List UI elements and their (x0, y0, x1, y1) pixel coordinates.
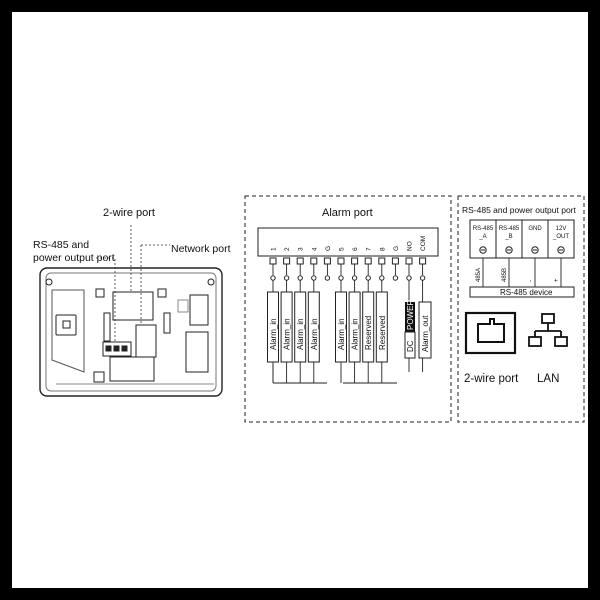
alarm-pin-terminal (310, 257, 318, 265)
alarm-pin-terminal (419, 257, 427, 265)
alarm-pin-connector (406, 275, 412, 281)
rs485-col-label: RS-485 (473, 226, 494, 232)
alarm-pin-label: G (325, 246, 332, 251)
alarm-box-label: Reserved (378, 316, 387, 350)
rs485-panel-title: RS-485 and power output port (462, 205, 577, 215)
alarm-box-label: Alarm_in (269, 318, 278, 350)
diagram-canvas: 2-wire port RS-485 and power output port… (12, 12, 588, 588)
lan-caption: LAN (537, 373, 559, 385)
wiring-diagram: 2-wire port RS-485 and power output port… (33, 195, 585, 423)
rs485-label-line2: power output port (33, 252, 115, 264)
alarm-pins: 1 2 3 4 G 5 6 7 8 G NO COM (269, 236, 427, 281)
rs485-wire-label: 485A (476, 268, 482, 282)
alarm-pin-connector (311, 275, 317, 281)
alarm-box-label: Alarm_in (351, 318, 360, 350)
rs485-col-label: 12V (556, 226, 567, 232)
alarm-box-label: Reserved (364, 316, 373, 350)
alarm-pin-label: 7 (366, 247, 373, 251)
two-wire-port-label: 2-wire port (103, 207, 155, 219)
alarm-pin-label: 6 (352, 247, 359, 251)
two-wire-port-icon (464, 311, 517, 355)
alarm-pin-terminal (296, 257, 304, 265)
alarm-pin-label: NO (407, 241, 414, 251)
alarm-pin-terminal (364, 257, 372, 265)
alarm-pin-label: 5 (339, 247, 346, 251)
alarm-box-label: Alarm_in (337, 318, 346, 350)
alarm-pin-terminal (323, 257, 331, 265)
alarm-pin-connector (392, 275, 399, 281)
alarm-pin-label: 2 (284, 247, 291, 251)
rs485-col-label: GND (528, 226, 542, 232)
rs485-screw (531, 246, 539, 254)
device-leader-lines (96, 225, 170, 342)
rs485-wire-label: + (554, 278, 560, 282)
alarm-pin-terminal (337, 257, 345, 265)
alarm-box-label: Alarm_in (296, 318, 305, 350)
alarm-bus-lines (272, 364, 397, 384)
alarm-pin-label: 1 (271, 247, 278, 251)
alarm-pin-terminal (405, 257, 413, 265)
alarm-pin-connector (324, 275, 331, 281)
alarm-port-title: Alarm port (322, 207, 373, 219)
alarm-pin-connector (419, 275, 426, 281)
alarm-pin-terminal (283, 257, 291, 265)
dc-label: DC (406, 340, 415, 352)
alarm-pin-terminal (269, 257, 277, 265)
alarm-pin-connector (270, 275, 276, 281)
alarm-out-label: Alarm_out (421, 315, 430, 352)
alarm-terminal-block (257, 227, 439, 257)
alarm-pin-label: 8 (379, 247, 386, 251)
rs485-panel (457, 195, 585, 423)
alarm-box-label: Alarm_in (310, 318, 319, 350)
alarm-pin-connector (338, 275, 344, 281)
power-label: POWER (406, 300, 415, 330)
network-port-label: Network port (171, 243, 231, 255)
alarm-pin-connector (351, 275, 358, 281)
alarm-pin-label: COM (420, 236, 427, 251)
rs485-wire-label: 485B (502, 268, 508, 282)
rs485-col-sublabel: _A (478, 234, 486, 240)
alarm-pin-terminal (378, 257, 386, 265)
rs485-label-line1: RS-485 and (33, 239, 89, 251)
rs485-screw (557, 246, 565, 254)
two-wire-port-caption: 2-wire port (464, 373, 519, 385)
alarm-pin-connector (297, 275, 303, 281)
power-box (405, 302, 415, 332)
rs485-screw (505, 246, 513, 254)
alarm-box-label: Alarm_in (283, 318, 292, 350)
rs485-device-label: RS-485 device (500, 288, 553, 297)
lan-network-icon (528, 313, 568, 347)
rs485-device-box (469, 286, 575, 298)
alarm-pin-connector (379, 275, 385, 281)
rs485-wire-label: - (528, 280, 534, 282)
alarm-pin-connector (365, 275, 371, 281)
alarm-pin-terminal (391, 257, 399, 265)
alarm-pin-label: G (393, 246, 400, 251)
alarm-out-box (418, 301, 432, 359)
rs485-col-sublabel: _OUT (552, 234, 569, 240)
alarm-pin-terminal (351, 257, 359, 265)
alarm-pin-connector (283, 275, 290, 281)
rs485-screw (479, 246, 487, 254)
alarm-boxes: Alarm_in Alarm_in Alarm_in Alarm_in Alarm_in… (267, 280, 424, 383)
dc-box (404, 331, 416, 359)
alarm-pin-label: 4 (311, 247, 318, 251)
device-back-view (39, 267, 223, 397)
rs485-col-label: RS-485 (499, 226, 520, 232)
rs485-col-sublabel: _B (504, 234, 512, 240)
alarm-port-panel (244, 195, 452, 423)
rs485-columns: RS-485 _A 485A RS-485 _B 485B GND - 12V _OUT + (473, 220, 569, 287)
alarm-pin-label: 3 (298, 247, 305, 251)
